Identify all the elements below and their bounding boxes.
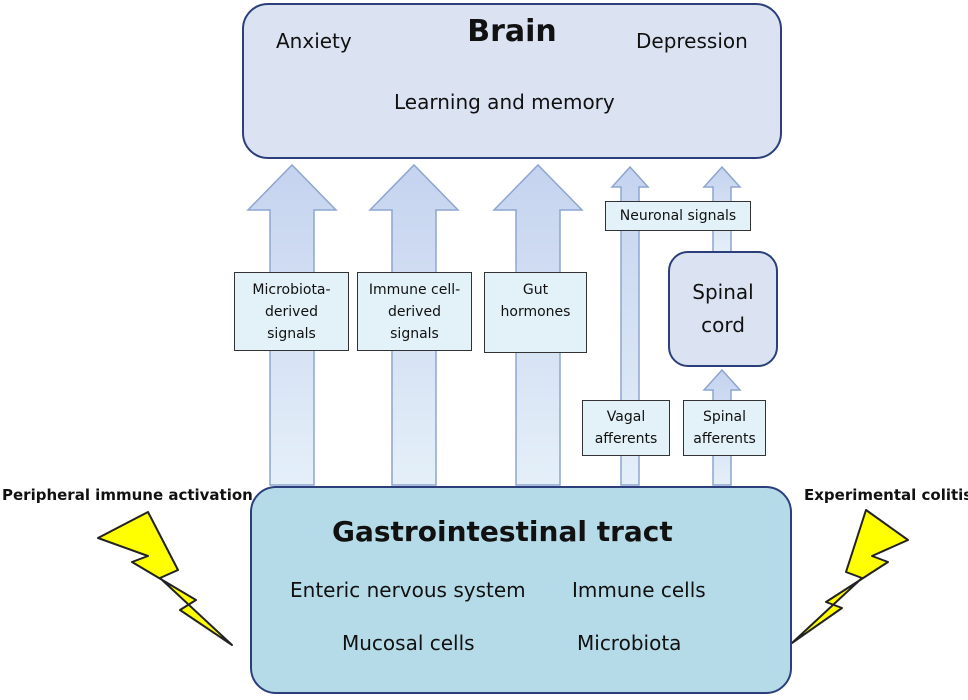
lightning-bolt-icon xyxy=(97,511,233,646)
gut-hormones-label: Gut hormones xyxy=(484,272,587,353)
neuronal-signals-label: Neuronal signals xyxy=(605,201,751,231)
gut-hormones-text: Gut hormones xyxy=(500,282,571,320)
brain-box xyxy=(242,3,782,159)
experimental-colitis-label: Experimental colitis xyxy=(804,486,968,504)
enteric-nervous-system-label: Enteric nervous system xyxy=(290,578,526,602)
microbiota-label: Microbiota xyxy=(577,631,682,655)
peripheral-immune-activation-label: Peripheral immune activation xyxy=(2,486,253,504)
spinal-afferents-label: Spinal afferents xyxy=(683,400,766,456)
spinal-cord-label: Spinal cord xyxy=(668,276,778,342)
brain-title: Brain xyxy=(467,14,557,49)
microbiota-signals-text: Microbiota-derived signals xyxy=(252,281,331,342)
immune-signals-label: Immune cell-derived signals xyxy=(357,272,472,351)
neuronal-signals-text: Neuronal signals xyxy=(619,208,737,224)
spinal-afferents-text: Spinal afferents xyxy=(693,409,756,447)
learning-memory-label: Learning and memory xyxy=(394,90,615,114)
gi-title: Gastrointestinal tract xyxy=(332,515,673,548)
vagal-afferents-label: Vagal afferents xyxy=(582,400,670,456)
immune-signals-text: Immune cell-derived signals xyxy=(368,281,461,342)
spinal-cord-text: Spinal cord xyxy=(692,280,754,337)
spinal-cord-box xyxy=(668,251,778,367)
microbiota-signals-label: Microbiota-derived signals xyxy=(234,272,349,351)
anxiety-label: Anxiety xyxy=(276,29,352,53)
depression-label: Depression xyxy=(636,29,748,53)
lightning-bolt-icon xyxy=(791,509,909,644)
gi-tract-box xyxy=(250,486,792,694)
vagal-afferents-text: Vagal afferents xyxy=(594,409,658,447)
mucosal-cells-label: Mucosal cells xyxy=(342,631,475,655)
immune-cells-label: Immune cells xyxy=(572,578,706,602)
